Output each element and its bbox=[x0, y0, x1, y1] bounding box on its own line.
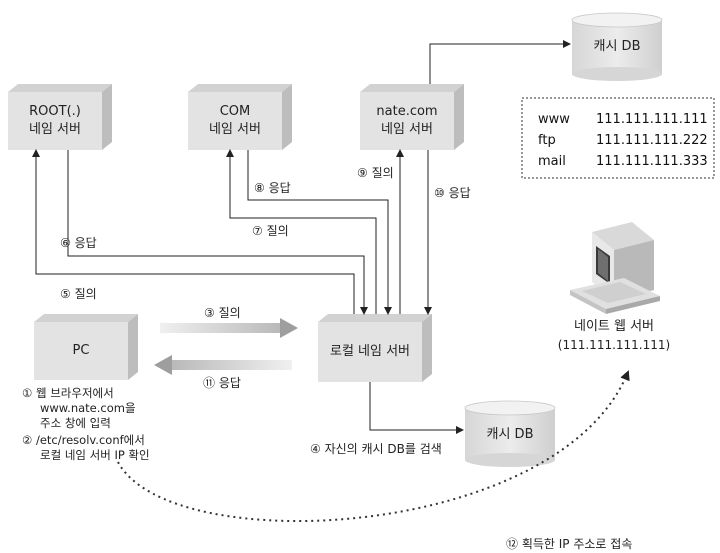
record-name: www bbox=[538, 112, 570, 127]
local-server-label: 로컬 네임 서버 bbox=[329, 344, 411, 359]
record-ip: 111.111.111.222 bbox=[596, 133, 708, 148]
step2-note: ② /etc/resolv.conf에서 로컬 네임 서버 IP 확인 bbox=[22, 433, 150, 463]
root-server-box bbox=[8, 84, 112, 150]
root-server-name: ROOT(.) bbox=[29, 104, 81, 119]
step7-label: ⑦ 질의 bbox=[252, 224, 289, 238]
pc-label: PC bbox=[72, 343, 90, 358]
com-server-box bbox=[188, 84, 292, 150]
step3-label: ③ 질의 bbox=[204, 306, 241, 320]
step6-label: ⑥ 응답 bbox=[60, 236, 97, 250]
cache-db-local-cylinder bbox=[464, 400, 556, 467]
com-server-kind: 네임 서버 bbox=[209, 122, 261, 137]
arrow-step7 bbox=[226, 149, 377, 314]
record-name: ftp bbox=[538, 133, 556, 148]
record-name: mail bbox=[538, 154, 566, 169]
step1-line3: 주소 창에 입력 bbox=[40, 416, 111, 430]
arrow-step8 bbox=[247, 150, 392, 315]
step1-line1: ① 웹 브라우저에서 bbox=[22, 386, 114, 400]
pc-box bbox=[34, 314, 138, 380]
local-server-box bbox=[318, 314, 432, 382]
step1-line2: www.nate.com을 bbox=[40, 401, 136, 415]
arrow-step5 bbox=[32, 149, 355, 314]
arrow-step3 bbox=[160, 318, 298, 338]
cache-db-local-label: 캐시 DB bbox=[486, 427, 534, 442]
arrow-step4 bbox=[369, 382, 464, 434]
web-server-label: 네이트 웹 서버 (111.111.111.111) bbox=[548, 318, 680, 354]
step5-label: ⑤ 질의 bbox=[60, 287, 97, 301]
nate-server-box bbox=[360, 84, 464, 150]
record-ip: 111.111.111.333 bbox=[596, 154, 708, 169]
cache-records-box bbox=[521, 97, 715, 179]
step8-label: ⑧ 응답 bbox=[254, 181, 291, 195]
step2-line1: ② /etc/resolv.conf에서 bbox=[22, 433, 145, 447]
step4-label: ④ 자신의 캐시 DB를 검색 bbox=[310, 442, 442, 456]
root-server-kind: 네임 서버 bbox=[29, 122, 81, 137]
step10-label: ⑩ 응답 bbox=[434, 186, 471, 200]
step1-note: ① 웹 브라우저에서 www.nate.com을 주소 창에 입력 bbox=[22, 386, 136, 431]
cache-db-top-cylinder bbox=[571, 12, 663, 81]
step11-label: ⑪ 응답 bbox=[203, 376, 241, 390]
nate-server-name: nate.com bbox=[376, 104, 438, 119]
step9-label: ⑨ 질의 bbox=[357, 166, 394, 180]
record-ip: 111.111.111.111 bbox=[596, 112, 708, 127]
com-server-name: COM bbox=[219, 104, 251, 119]
step2-line2: 로컬 네임 서버 IP 확인 bbox=[40, 448, 150, 462]
cache-db-top-label: 캐시 DB bbox=[593, 39, 641, 54]
web-server-computer-icon bbox=[570, 222, 660, 314]
web-server-name: 네이트 웹 서버 bbox=[573, 319, 655, 334]
root-server-label: ROOT(.) 네임 서버 bbox=[8, 103, 102, 139]
com-server-label: COM 네임 서버 bbox=[188, 103, 282, 139]
arrow-step6 bbox=[67, 150, 368, 315]
arrow-step11 bbox=[154, 355, 292, 375]
arrow-nate-to-cache bbox=[429, 40, 571, 84]
step12-label: ⑫ 획득한 IP 주소로 접속 bbox=[506, 537, 633, 551]
arrow-step12 bbox=[117, 370, 630, 522]
web-server-ip: (111.111.111.111) bbox=[557, 338, 671, 352]
nate-server-kind: 네임 서버 bbox=[381, 122, 433, 137]
nate-server-label: nate.com 네임 서버 bbox=[360, 103, 454, 139]
